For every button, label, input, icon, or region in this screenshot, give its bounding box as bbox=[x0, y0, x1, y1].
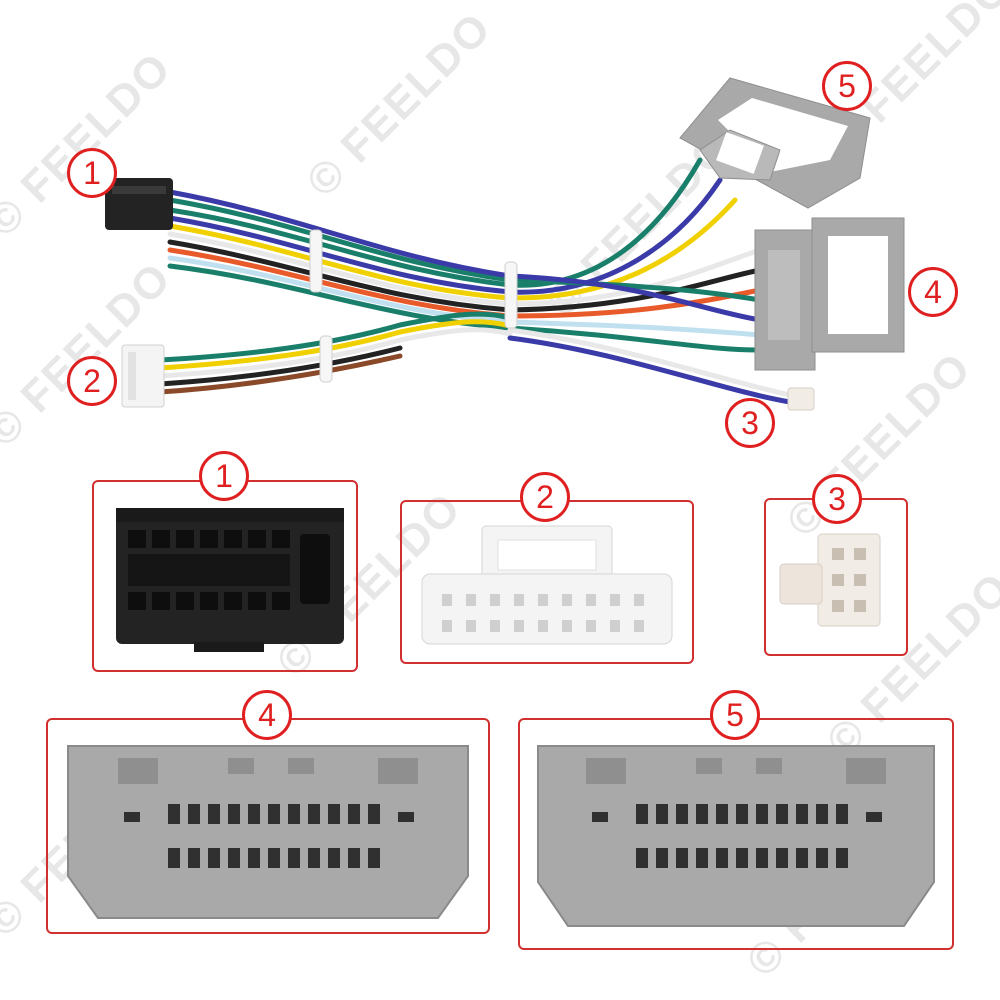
connector-2-detail-frame bbox=[400, 500, 694, 664]
callout-number-5: 5 bbox=[710, 690, 760, 740]
callout-number-3: 3 bbox=[725, 398, 775, 448]
zip-tie-icon bbox=[309, 229, 323, 293]
grey-24-pin-connector-icon bbox=[537, 745, 935, 927]
black-16-pin-connector-icon bbox=[116, 508, 344, 652]
connector-4-detail-frame bbox=[46, 718, 490, 934]
callout-number-4: 4 bbox=[908, 267, 958, 317]
connector-1-detail-frame bbox=[92, 480, 358, 672]
callout-number-3: 3 bbox=[812, 474, 862, 524]
small-white-6-pin-connector-icon bbox=[779, 533, 881, 627]
wiring-harness-illustration bbox=[105, 77, 905, 411]
grey-24-pin-connector-icon bbox=[754, 217, 905, 371]
wire-bundle bbox=[157, 157, 793, 405]
grey-24-pin-connector-icon bbox=[679, 77, 871, 209]
callout-number-5: 5 bbox=[822, 61, 872, 111]
callout-number-1: 1 bbox=[67, 148, 117, 198]
white-20-pin-connector-icon bbox=[421, 525, 673, 645]
zip-tie-icon bbox=[504, 261, 518, 329]
zip-tie-icon bbox=[319, 335, 333, 383]
callout-number-1: 1 bbox=[199, 451, 249, 501]
grey-24-pin-connector-icon bbox=[67, 745, 469, 919]
connector-5-detail-frame bbox=[518, 718, 954, 950]
black-16-pin-connector-icon bbox=[105, 178, 173, 230]
connector-3-detail-frame bbox=[764, 498, 908, 656]
callout-number-2: 2 bbox=[520, 472, 570, 522]
white-20-pin-connector-icon bbox=[121, 344, 165, 408]
callout-number-2: 2 bbox=[67, 356, 117, 406]
small-white-6-pin-connector-icon bbox=[787, 387, 815, 411]
callout-number-4: 4 bbox=[242, 690, 292, 740]
